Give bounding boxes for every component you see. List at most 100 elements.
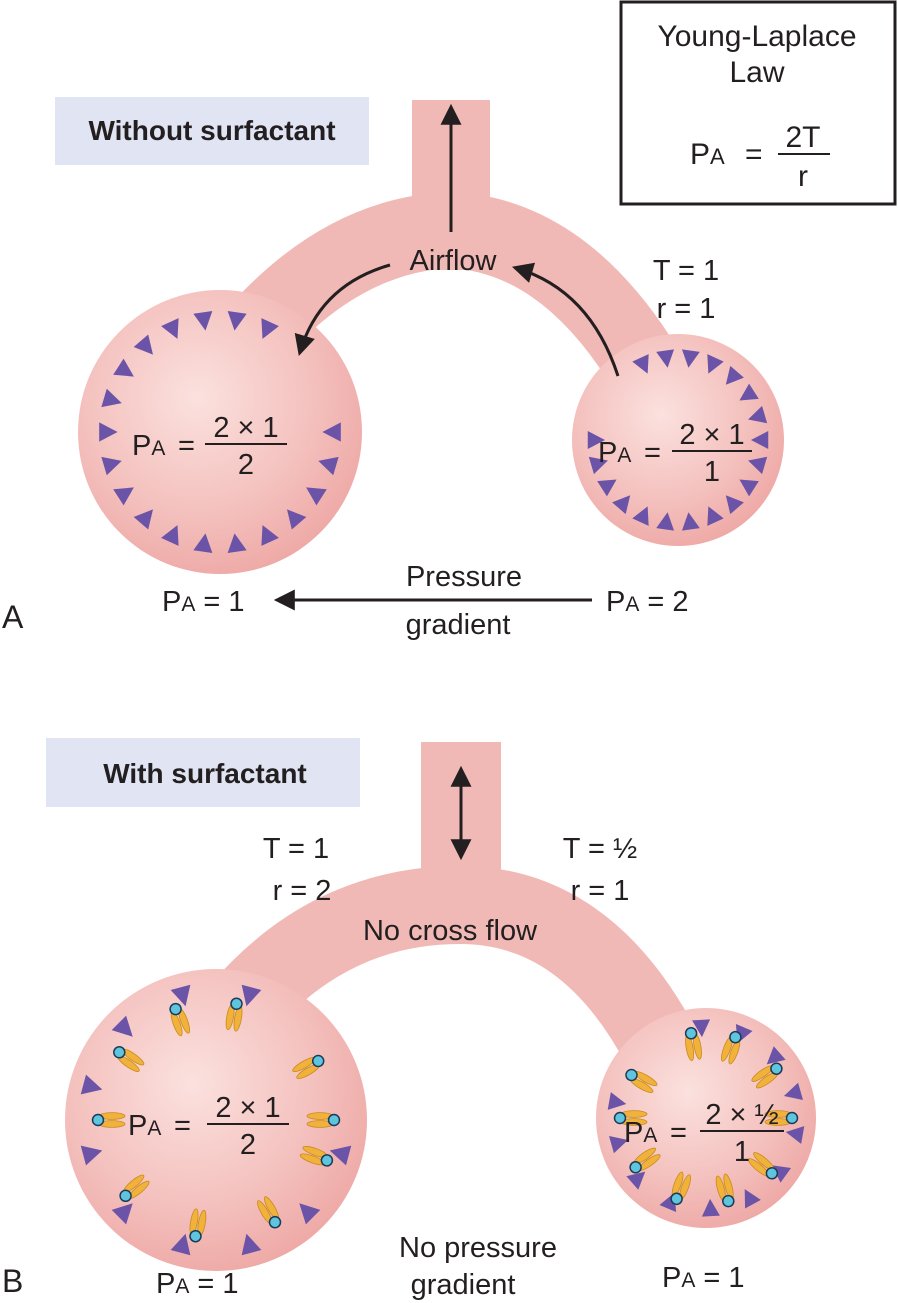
formula-p: PA [132, 430, 165, 462]
formula-denominator: 1 [704, 456, 720, 488]
formula-numerator: 2 × 1 [215, 1092, 280, 1124]
formula-equals: = [644, 437, 661, 469]
panel-a-left-pressure: PA = 1 [162, 586, 245, 618]
surface-tension-triangle [609, 1135, 629, 1154]
panel-b-right-r: r = 1 [571, 875, 630, 907]
surface-tension-triangle [322, 422, 341, 442]
panel-a-airflow-label: Airflow [409, 245, 497, 277]
surface-tension-triangle [587, 431, 605, 449]
formula-denominator: 1 [734, 1136, 750, 1168]
surface-tension-triangle [725, 495, 744, 515]
surface-tension-triangle [111, 1015, 133, 1037]
surface-tension-triangle [766, 1046, 786, 1065]
surface-tension-triangle [101, 388, 122, 408]
panel-a-t-label: T = 1 [653, 255, 719, 287]
panel-a-right-pressure: PA = 2 [606, 586, 689, 618]
panel-a-airflow-right-arrow [511, 262, 620, 377]
surface-tension-triangle [227, 311, 247, 331]
surfactant-molecule [764, 1110, 799, 1126]
surface-tension-triangle [80, 1074, 103, 1095]
panel-a-header-bg [55, 97, 369, 165]
surfactant-molecule [748, 1152, 779, 1180]
surface-tension-triangle [287, 509, 307, 530]
panel-a-gradient-line1: Pressure [406, 561, 522, 593]
formula-denominator: 2 [238, 449, 254, 481]
surfactant-molecule [189, 1208, 207, 1243]
panel-a: Without surfactant Airflow T = 1 r = 1 P… [2, 97, 784, 641]
surfactant-molecule [720, 1030, 742, 1065]
surfactant-molecule [629, 1147, 661, 1174]
law-numerator: 2T [785, 121, 820, 154]
surface-tension-triangle [656, 512, 675, 531]
surface-tension-triangle [707, 506, 724, 526]
formula-p: PA [128, 1110, 161, 1142]
surface-tension-triangle [133, 334, 153, 355]
surface-tension-triangle [318, 456, 339, 476]
panel-a-airflow-left-arrow [294, 263, 391, 357]
surface-tension-triangle [612, 495, 631, 515]
panel-b-left-surface-tension-triangles [80, 984, 352, 1256]
panel-b-right-t: T = ½ [563, 833, 637, 865]
surfactant-molecule [299, 1145, 334, 1167]
panel-b-no-gradient-line1: No pressure [399, 1232, 557, 1264]
surface-tension-triangle [170, 984, 191, 1007]
law-box-frame [619, 0, 897, 206]
surface-tension-triangle [783, 1082, 803, 1101]
panel-b-header: With surfactant [103, 758, 307, 789]
panel-b: With surfactant T = 1 r = 2 T = ½ r = 1 … [2, 738, 816, 1301]
panel-b-cross-flow-label: No cross flow [363, 915, 538, 947]
surface-tension-triangle [607, 1092, 627, 1110]
surface-tension-triangle [161, 318, 179, 339]
formula-equals: = [670, 1117, 687, 1149]
surfactant-molecule [292, 1054, 325, 1079]
panel-a-right-formula: PA = 2 × 1 1 [598, 419, 752, 488]
surface-tension-triangle [193, 533, 213, 553]
surface-tension-triangle [656, 349, 675, 368]
formula-equals: = [174, 1110, 191, 1142]
surface-tension-triangle [681, 512, 700, 531]
surfactant-molecule [625, 1068, 658, 1093]
panel-a-right-surface-tension-triangles [587, 349, 769, 531]
surfactant-molecule [670, 1171, 692, 1206]
formula-numerator: 2 × 1 [679, 419, 744, 451]
surfactant-molecule [257, 1196, 282, 1229]
surface-tension-triangle [725, 365, 744, 385]
surface-tension-triangle [227, 533, 247, 553]
surface-tension-triangle [626, 1171, 646, 1190]
surface-tension-triangle [329, 1145, 352, 1166]
surface-tension-triangle [597, 479, 617, 497]
surface-tension-triangle [170, 1233, 191, 1256]
surfactant-molecule [225, 997, 243, 1032]
panel-b-right-pressure: PA = 1 [662, 1262, 745, 1294]
surface-tension-triangle [80, 1145, 103, 1166]
surface-tension-triangle [744, 1189, 761, 1209]
surface-tension-triangle [632, 354, 649, 374]
formula-p: PA [598, 437, 631, 469]
panel-b-large-alveolus [65, 969, 367, 1271]
surfactant-molecule [613, 1110, 648, 1126]
panel-b-left-r: r = 2 [273, 875, 332, 907]
surface-tension-triangle [707, 354, 724, 374]
surface-tension-triangle [261, 525, 279, 546]
formula-numerator: 2 × ½ [705, 1099, 778, 1131]
surface-tension-triangle [241, 1233, 262, 1256]
panel-a-small-alveolus [572, 334, 784, 546]
panel-a-left-surface-tension-triangles [99, 311, 341, 553]
panel-a-letter: A [2, 599, 24, 635]
panel-b-letter: B [2, 1263, 23, 1299]
surface-tension-triangle [113, 487, 134, 506]
formula-equals: = [178, 430, 195, 462]
law-p-symbol: PA [690, 138, 725, 171]
surfactant-molecule [113, 1046, 145, 1072]
surface-tension-triangle [751, 431, 769, 449]
formula-denominator: 2 [240, 1129, 256, 1161]
surface-tension-triangle [739, 383, 759, 401]
surfactant-molecule [169, 1002, 191, 1037]
surface-tension-triangle [111, 1203, 133, 1225]
panel-b-left-formula: PA = 2 × 1 2 [128, 1092, 289, 1161]
panel-a-r-label: r = 1 [657, 293, 716, 325]
surfactant-molecule [715, 1173, 735, 1208]
surface-tension-triangle [692, 1019, 711, 1038]
